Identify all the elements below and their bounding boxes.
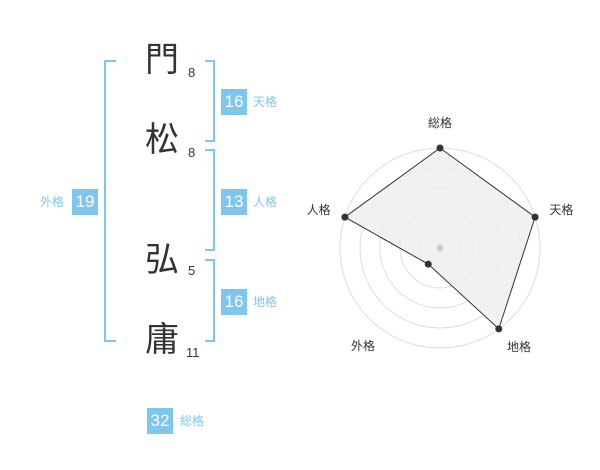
jinkaku-value: 13 [221,189,247,215]
radar-axis-label-2: 天格 [549,202,573,217]
jinkaku-bracket [205,149,215,251]
radar-point-1 [436,144,444,152]
gaikaku-value: 19 [72,189,98,215]
radar-series-area [343,147,536,330]
name-char-4: 庸 [145,320,179,360]
chikaku-bracket [205,259,215,342]
gaikaku-bracket [104,60,116,342]
jinkaku-label: 人格 [253,195,278,209]
radar-axis-label-3: 地格 [507,339,531,354]
radar-point-4 [424,260,432,268]
stroke-count-1: 8 [188,65,196,80]
name-char-1: 門 [145,40,179,80]
radar-point-5 [341,213,349,221]
tenkaku-label: 天格 [253,95,278,109]
stroke-count-2: 8 [188,145,196,160]
radar-axis-label-5: 人格 [307,202,331,217]
tenkaku-value: 16 [221,89,247,115]
radar-axis-label-4: 外格 [351,338,375,353]
soukaku-label: 総格 [180,414,205,428]
soukaku-value: 32 [147,408,173,434]
radar-point-3 [495,325,503,333]
tenkaku-bracket [205,60,215,142]
radar-point-2 [531,213,539,221]
name-char-2: 松 [145,120,179,160]
radar-axis-label-1: 総格 [428,115,452,130]
name-char-3: 弘 [145,240,179,280]
gaikaku-label: 外格 [40,195,65,209]
stroke-count-4: 11 [186,345,200,360]
chikaku-value: 16 [221,289,247,315]
stroke-count-3: 5 [188,263,196,278]
radar-center-point [436,244,444,252]
chikaku-label: 地格 [253,295,278,309]
